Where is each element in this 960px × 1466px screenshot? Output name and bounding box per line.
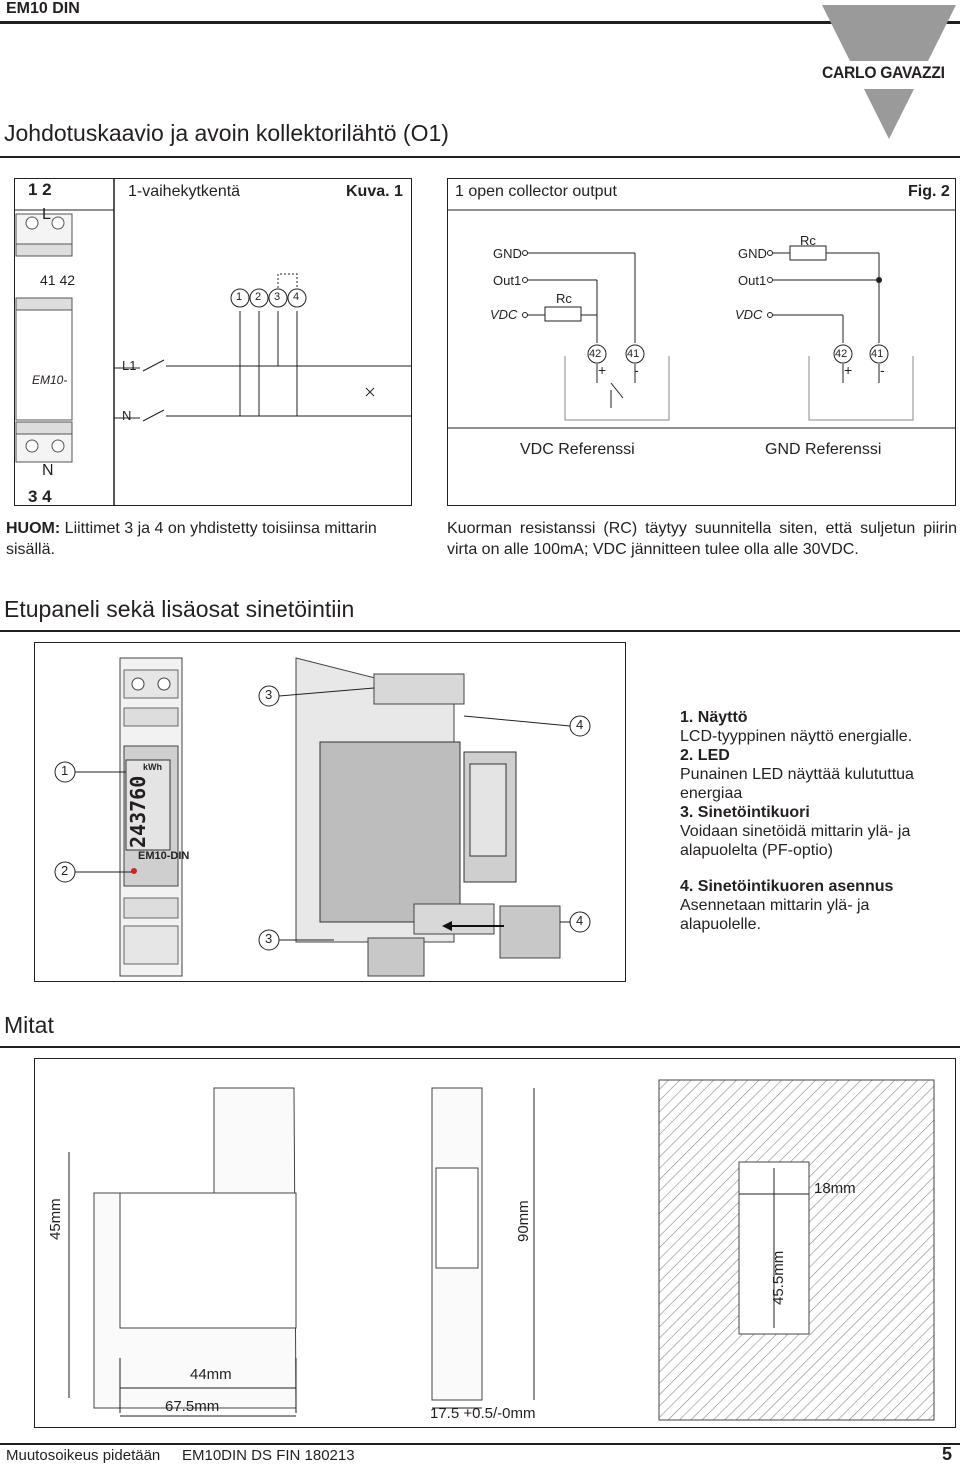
terminals-bottom-label: 3 4 bbox=[28, 487, 52, 506]
dim-18mm: 18mm bbox=[814, 1180, 856, 1197]
l-label: L bbox=[42, 206, 51, 223]
dim-17-5mm: 17.5 +0.5/-0mm bbox=[430, 1405, 536, 1422]
minus-right: - bbox=[880, 362, 885, 378]
circle-label-2: 2 bbox=[255, 291, 262, 303]
section-title-wiring: Johdotuskaavio ja avoin kollektorilähtö … bbox=[4, 120, 449, 146]
dimensions-frame bbox=[34, 1058, 956, 1428]
callout-4-bottom: 4 bbox=[576, 913, 584, 928]
section-rule bbox=[0, 1046, 960, 1048]
model-label-small: EM10- bbox=[32, 373, 68, 387]
callout-1: 1 bbox=[61, 763, 69, 778]
front-panel-drawing bbox=[54, 657, 591, 977]
lcd-value: 243760 bbox=[126, 775, 150, 848]
fig2-caption: Fig. 2 bbox=[908, 183, 950, 200]
n-label: N bbox=[42, 462, 54, 479]
terminals-top-label: 1 2 bbox=[28, 180, 52, 199]
page-number: 5 bbox=[942, 1444, 953, 1464]
line-l1-label: L1 bbox=[122, 358, 137, 373]
gnd-reference-label: GND Referenssi bbox=[765, 441, 882, 458]
callout-3-top: 3 bbox=[265, 687, 273, 702]
rc-right: Rc bbox=[800, 233, 816, 248]
fig1-title: 1-vaihekytkentä bbox=[128, 183, 241, 200]
lcd-unit: kWh bbox=[143, 762, 162, 772]
open-collector-diagram bbox=[447, 209, 956, 429]
dimension-drawings bbox=[68, 1079, 935, 1421]
section-title-dimensions: Mitat bbox=[4, 1012, 54, 1038]
circle-label-4: 4 bbox=[293, 291, 300, 303]
list-item: 4. Sinetöintikuoren asennus bbox=[680, 878, 894, 895]
callout-4-top: 4 bbox=[576, 717, 584, 732]
vdc-right: VDC bbox=[735, 307, 763, 322]
out-terminals-label: 41 42 bbox=[40, 272, 76, 288]
t42-right: 42 bbox=[835, 348, 848, 360]
footer-doc: EM10DIN DS FIN 180213 bbox=[182, 1447, 355, 1464]
out1-right: Out1 bbox=[738, 273, 767, 288]
footer-rule bbox=[0, 1443, 960, 1445]
note-prefix: HUOM: bbox=[6, 520, 61, 537]
figure-1-frame bbox=[14, 178, 412, 506]
dim-67-5mm: 67.5mm bbox=[165, 1398, 220, 1415]
footer-left: Muutosoikeus pidetään bbox=[6, 1447, 161, 1464]
figure-2-frame bbox=[447, 178, 956, 506]
list-item: 3. Sinetöintikuori bbox=[680, 804, 810, 821]
callout-3-bottom: 3 bbox=[265, 931, 273, 946]
callout-2: 2 bbox=[61, 863, 69, 878]
gnd-left: GND bbox=[493, 246, 522, 261]
fig1-caption: Kuva. 1 bbox=[346, 183, 403, 200]
note-load-resistance: Kuorman resistanssi (RC) täytyy suunnite… bbox=[447, 520, 957, 558]
dim-44mm: 44mm bbox=[190, 1366, 232, 1383]
front-panel-frame bbox=[34, 642, 626, 982]
dim-45-5mm: 45.5mm bbox=[770, 1250, 787, 1305]
minus-left: - bbox=[634, 362, 639, 378]
section-rule bbox=[0, 630, 960, 632]
list-item: 1. Näyttö bbox=[680, 709, 748, 726]
model-label: EM10-DIN bbox=[138, 850, 190, 862]
list-item-text: Voidaan sinetöidä mittarin ylä- ja alapu… bbox=[680, 823, 911, 859]
brand-logo-icon bbox=[820, 5, 958, 139]
dim-45mm: 45mm bbox=[47, 1198, 64, 1240]
rc-left: Rc bbox=[556, 291, 572, 306]
list-item-text: LCD-tyyppinen näyttö energialle. bbox=[680, 728, 913, 745]
note-terminals: HUOM: Liittimet 3 ja 4 on yhdistetty toi… bbox=[6, 518, 416, 560]
feature-list: 1. Näyttö LCD-tyyppinen näyttö energiall… bbox=[680, 708, 945, 934]
wiring-diagram-1phase bbox=[14, 178, 412, 506]
circle-label-3: 3 bbox=[274, 291, 281, 303]
brand-logo-text: CARLO GAVAZZI bbox=[822, 63, 945, 82]
vdc-left: VDC bbox=[490, 307, 518, 322]
list-item: 2. LED bbox=[680, 747, 730, 764]
fig2-title: 1 open collector output bbox=[455, 183, 617, 200]
section-rule bbox=[0, 156, 960, 158]
gnd-right: GND bbox=[738, 246, 767, 261]
header-rule bbox=[0, 21, 960, 24]
list-item-text: Asennetaan mittarin ylä- ja alapuolelle. bbox=[680, 897, 870, 933]
vdc-reference-label: VDC Referenssi bbox=[520, 441, 635, 458]
note-text: Liittimet 3 ja 4 on yhdistetty toisiinsa… bbox=[6, 520, 377, 558]
circle-label-1: 1 bbox=[236, 291, 243, 303]
t41-right: 41 bbox=[871, 348, 884, 360]
out1-left: Out1 bbox=[493, 273, 522, 288]
section-title-front-panel: Etupaneli sekä lisäosat sinetöintiin bbox=[4, 596, 355, 622]
t42-left: 42 bbox=[589, 348, 602, 360]
plus-right: + bbox=[844, 362, 853, 378]
line-n-label: N bbox=[122, 408, 132, 423]
dim-90mm: 90mm bbox=[515, 1200, 532, 1242]
t41-left: 41 bbox=[627, 348, 640, 360]
plus-left: + bbox=[598, 362, 607, 378]
header-product: EM10 DIN bbox=[6, 0, 80, 17]
list-item-text: Punainen LED näyttää kulututtua energiaa bbox=[680, 766, 914, 802]
